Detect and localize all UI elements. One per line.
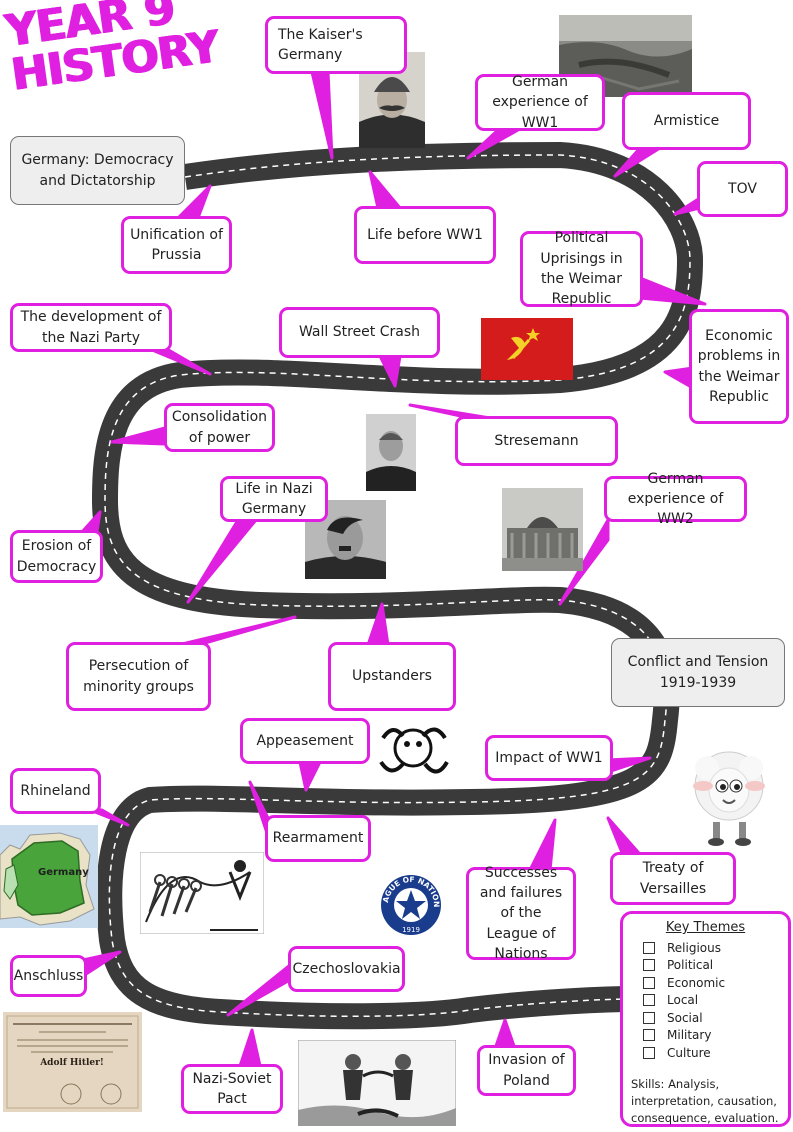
topic-rearmament: Rearmament — [265, 815, 371, 862]
league-of-nations-emblem: LEAGUE OF NATIONS 1919 — [377, 867, 442, 936]
theme-checkbox[interactable] — [643, 959, 655, 972]
theme-checkbox[interactable] — [643, 1011, 655, 1024]
topic-life-before-ww1: Life before WW1 — [354, 206, 496, 264]
topic-life-in-nazi-germany: Life in Nazi Germany — [220, 476, 328, 522]
theme-label: Religious — [667, 940, 721, 955]
theme-label: Economic — [667, 975, 726, 990]
theme-item: Military — [643, 1027, 780, 1045]
topic-tov: TOV — [697, 161, 788, 217]
rearmament-cartoon — [139, 851, 265, 935]
skills-text: Skills: Analysis, interpretation, causat… — [631, 1076, 779, 1126]
sheep-icon — [687, 738, 772, 846]
ballot-name: Adolf Hitler! — [39, 1058, 104, 1068]
topic-czechoslovakia: Czechoslovakia — [288, 946, 405, 992]
nazi-soviet-pact-cartoon — [297, 1039, 457, 1127]
key-themes-heading: Key Themes — [665, 920, 746, 935]
theme-label: Political — [667, 958, 714, 973]
topic-political-uprisings: Political Uprisings in the Weimar Republ… — [520, 230, 643, 307]
theme-label: Military — [667, 1028, 712, 1043]
unit-conflict-tension: Conflict and Tension 1919-1939 — [611, 638, 785, 707]
ussr-flag — [481, 318, 573, 380]
topic-anschluss: Anschluss — [10, 955, 87, 997]
topic-kaiser: The Kaiser's Germany — [265, 16, 407, 74]
topic-ww2-experience: German experience of WW2 — [604, 471, 747, 527]
topic-invasion-of-poland: Invasion of Poland — [477, 1045, 576, 1096]
topic-treaty-of-versailles: Treaty of Versailles — [610, 852, 736, 905]
hitler-portrait — [305, 500, 386, 579]
road-path — [91, 141, 704, 1030]
topic-league-of-nations: Successes and failures of the League of … — [466, 865, 576, 962]
topic-unification: Unification of Prussia — [121, 216, 232, 274]
topic-erosion-of-democracy: Erosion of Democracy — [10, 530, 103, 583]
topic-nazi-party-development: The development of the Nazi Party — [10, 303, 172, 352]
theme-label: Social — [667, 1010, 703, 1025]
topic-persecution: Persecution of minority groups — [66, 642, 211, 711]
unit-democracy-dictatorship: Germany: Democracy and Dictatorship — [10, 136, 185, 205]
topic-nazi-soviet-pact: Nazi-Soviet Pact — [181, 1064, 283, 1114]
topic-consolidation-of-power: Consolidation of power — [164, 403, 275, 452]
theme-item: Economic — [643, 974, 780, 992]
theme-item: Social — [643, 1009, 780, 1027]
theme-item: Political — [643, 957, 780, 975]
theme-item: Culture — [643, 1044, 780, 1062]
topic-economic-problems: Economic problems in the Weimar Republic — [689, 309, 789, 424]
stresemann-portrait — [366, 414, 416, 491]
key-themes-panel: Key Themes Religious Political Economic … — [620, 911, 791, 1127]
theme-label: Local — [667, 993, 699, 1008]
topic-armistice: Armistice — [622, 92, 751, 150]
theme-checkbox[interactable] — [643, 1029, 655, 1042]
league-emblem-year: 1919 — [402, 926, 420, 934]
topic-impact-of-ww1: Impact of WW1 — [485, 735, 613, 781]
theme-checkbox[interactable] — [643, 994, 655, 1007]
theme-checkbox[interactable] — [643, 1046, 655, 1059]
reichstag-photo — [502, 488, 583, 571]
topic-wall-street-crash: Wall Street Crash — [279, 307, 440, 358]
topic-stresemann: Stresemann — [455, 416, 618, 466]
ballot-paper: Adolf Hitler! — [3, 1012, 142, 1112]
theme-checkbox[interactable] — [643, 976, 655, 989]
germany-map: Germany — [0, 825, 98, 928]
topic-upstanders: Upstanders — [328, 642, 456, 711]
theme-item: Religious — [643, 939, 780, 957]
theme-item: Local — [643, 992, 780, 1010]
topic-appeasement: Appeasement — [240, 718, 370, 764]
topic-ww1-experience: German experience of WW1 — [475, 74, 605, 131]
topic-rhineland: Rhineland — [10, 768, 101, 814]
theme-checkbox[interactable] — [643, 941, 655, 954]
map-label: Germany — [38, 867, 89, 878]
appeasement-cartoon — [373, 718, 455, 784]
theme-label: Culture — [667, 1045, 711, 1060]
key-themes-list: Religious Political Economic Local Socia… — [631, 939, 780, 1062]
